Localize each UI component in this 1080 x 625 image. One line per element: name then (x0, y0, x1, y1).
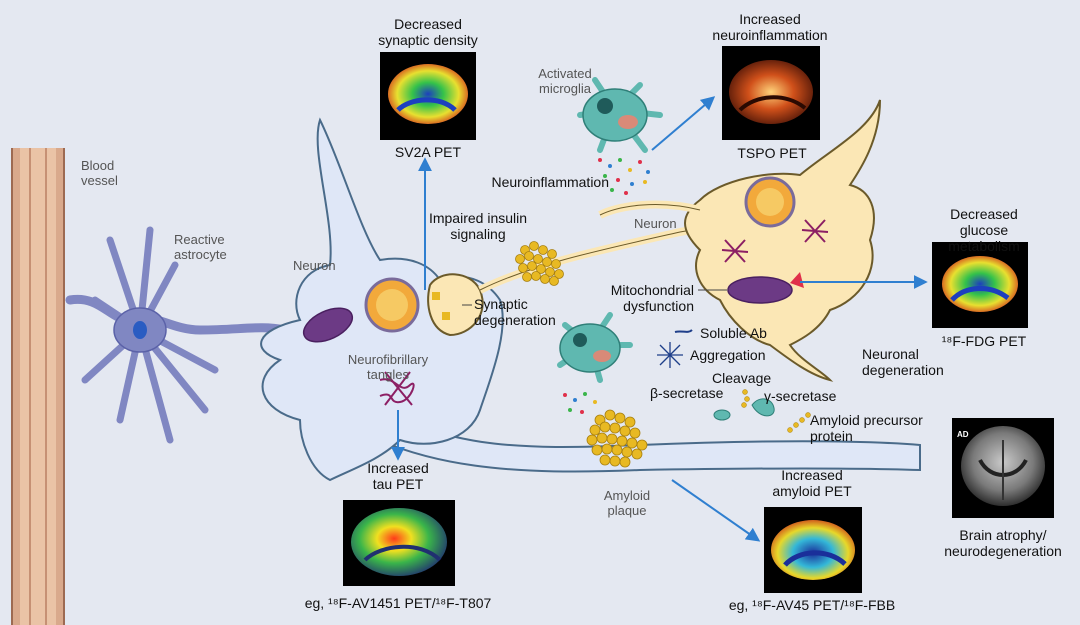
beta-secretase-enzyme (713, 409, 731, 421)
arrow-to-tspo (651, 96, 716, 151)
label-tau-tracers: eg, ¹⁸F-AV1451 PET/¹⁸F-T807 (304, 595, 492, 611)
tspo-pet-image (722, 46, 820, 140)
cytokines-top (598, 158, 650, 195)
label-decreased-synaptic-density: Decreased synaptic density (378, 16, 478, 48)
label-synaptic-degeneration: Synaptic degeneration (474, 296, 556, 328)
reactive-astrocyte (65, 226, 290, 444)
label-brain-atrophy: Brain atrophy/ neurodegeneration (944, 527, 1062, 559)
soluble-ab-strand (674, 329, 693, 333)
label-increased-amyloid-pet: Increased amyloid PET (772, 467, 852, 499)
neuron-right-body (598, 99, 881, 382)
label-aggregation: Aggregation (690, 347, 766, 363)
aggregation-fibril (657, 342, 683, 368)
tau-tangle-right (721, 219, 829, 263)
mri-badge: AD (957, 430, 969, 439)
amyloid-plaque-cluster (586, 409, 648, 468)
label-amyloid-tracers: eg, ¹⁸F-AV45 PET/¹⁸F-FBB (728, 597, 896, 613)
label-neuron-right: Neuron (634, 216, 677, 231)
label-blood-vessel: Blood vessel (81, 158, 118, 188)
label-increased-neuroinflammation: Increased neuroinflammation (712, 11, 828, 43)
amyloid-pet-image (764, 507, 862, 593)
label-neuron-left: Neuron (293, 258, 336, 273)
tau-pet-image (343, 500, 455, 586)
tau-tangle-left (379, 371, 415, 406)
fdg-pet-image (932, 242, 1028, 328)
label-neurofibrillary-tangles: Neurofibrillary tangles (347, 352, 429, 382)
label-fdg-pet: ¹⁸F-FDG PET (941, 333, 1027, 349)
label-activated-microglia: Activated microglia (538, 66, 592, 96)
label-tspo-pet: TSPO PET (737, 145, 807, 161)
axon (338, 388, 921, 473)
label-beta-secretase: β-secretase (650, 385, 724, 401)
label-impaired-insulin-signaling: Impaired insulin signaling (428, 210, 528, 242)
cleavage-fragments (741, 389, 750, 408)
gamma-secretase-enzyme (751, 398, 775, 417)
label-decreased-glucose-metabolism: Decreased glucose metabolism (948, 206, 1020, 254)
amyloid-precursor-strand (787, 412, 811, 433)
microglia-bottom (557, 312, 633, 383)
label-neuronal-degeneration: Neuronal degeneration (862, 346, 944, 378)
label-cleavage: Cleavage (712, 370, 772, 386)
mri-atrophy-image (952, 418, 1054, 518)
label-gamma-secretase: γ-secretase (764, 388, 837, 404)
microglia-top (577, 77, 663, 153)
arrow-to-amyloid-pet (671, 479, 761, 542)
label-neuroinflammation: Neuroinflammation (491, 174, 610, 190)
neuron-left-body (260, 117, 504, 482)
amyloid-cluster-insulin (515, 241, 564, 286)
label-reactive-astrocyte: Reactive astrocyte (174, 232, 227, 262)
label-amyloid-precursor-protein: Amyloid precursor protein (810, 412, 923, 444)
label-increased-tau-pet: Increased tau PET (367, 460, 429, 492)
sv2a-pet-image (380, 52, 476, 140)
label-soluble-ab: Soluble Ab (700, 325, 767, 341)
label-amyloid-plaque: Amyloid plaque (603, 488, 651, 518)
label-sv2a-pet: SV2A PET (394, 144, 462, 160)
cytokines-bottom (563, 392, 597, 414)
label-mitochondrial-dysfunction: Mitochondrial dysfunction (610, 282, 694, 314)
blood-vessel (11, 148, 65, 625)
